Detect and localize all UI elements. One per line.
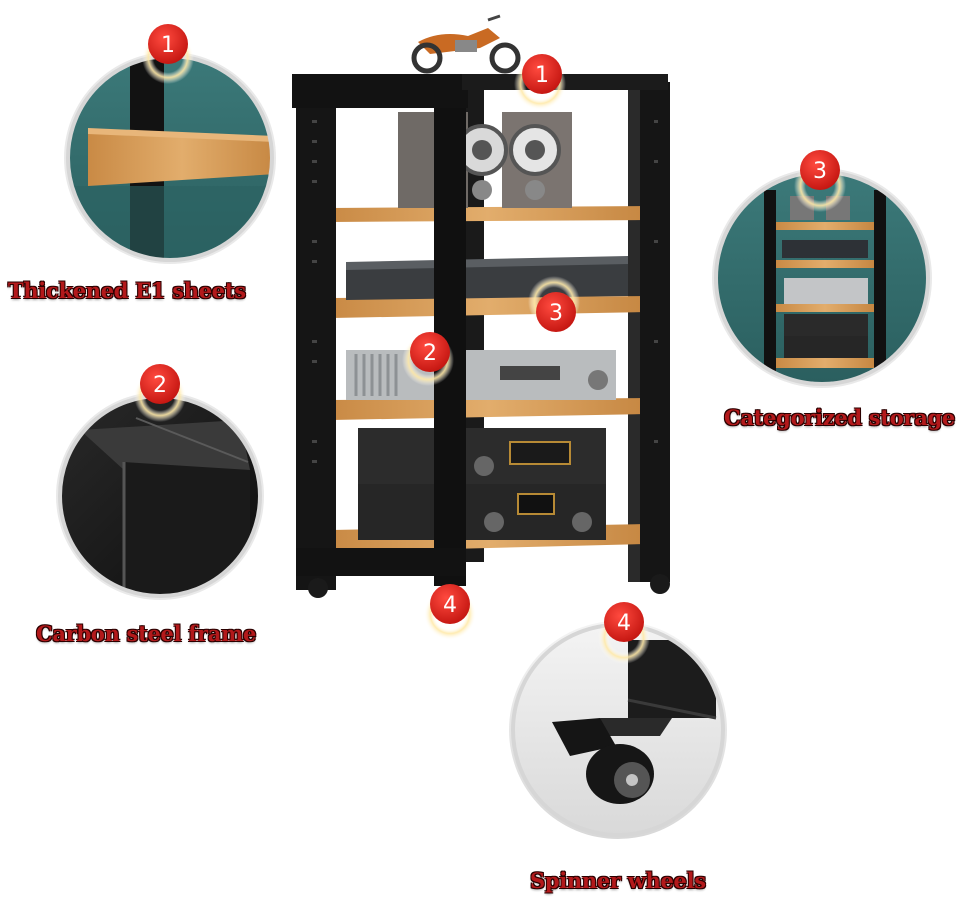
main-rack xyxy=(292,14,670,618)
svg-text:3: 3 xyxy=(549,301,563,326)
label-thickened-e1-sheets: Thickened E1 sheets xyxy=(8,278,246,303)
svg-text:2: 2 xyxy=(423,341,437,366)
svg-text:1: 1 xyxy=(161,33,175,58)
inset-spinner-wheels xyxy=(509,621,727,839)
badge-1-inset: 1 xyxy=(142,24,194,84)
motorcycle-figurine xyxy=(411,14,521,74)
badge-2-rack: 2 xyxy=(402,332,454,386)
inset-carbon-steel-frame xyxy=(56,392,264,600)
label-categorized-storage: Categorized storage xyxy=(724,405,955,430)
badge-4-inset: 4 xyxy=(598,602,650,664)
badge-3-rack: 3 xyxy=(528,276,580,332)
label-spinner-wheels: Spinner wheels xyxy=(530,868,706,893)
svg-text:3: 3 xyxy=(813,159,827,184)
badge-3-inset: 3 xyxy=(794,150,846,212)
badge-1-rack: 1 xyxy=(514,54,566,110)
svg-text:2: 2 xyxy=(153,373,167,398)
svg-text:1: 1 xyxy=(535,63,549,88)
svg-text:4: 4 xyxy=(617,611,631,636)
badge-2-inset: 2 xyxy=(134,364,186,422)
label-carbon-steel-frame: Carbon steel frame xyxy=(36,621,257,646)
svg-text:4: 4 xyxy=(443,593,457,618)
inset-categorized-storage xyxy=(712,168,932,388)
badge-4-rack: 4 xyxy=(424,584,476,640)
inset-thickened-sheets xyxy=(64,52,276,264)
